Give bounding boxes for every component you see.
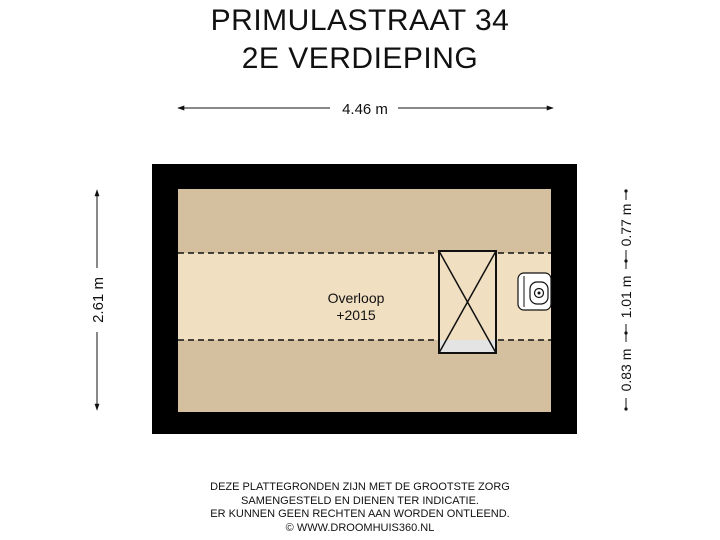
- floor-subtitle: 2E VERDIEPING: [241, 42, 479, 75]
- disclaimer-line-3: ER KUNNEN GEEN RECHTEN AAN WORDEN ONTLEE…: [210, 508, 510, 520]
- width-label: 4.46 m: [342, 101, 388, 118]
- height-label: 2.61 m: [90, 277, 107, 323]
- right-middle-label: 1.01 m: [618, 276, 634, 319]
- room-name: Overloop: [328, 290, 385, 306]
- right-bottom-label: 0.83 m: [618, 349, 634, 392]
- room-level: +2015: [336, 307, 376, 323]
- height-dimension: 2.61 m: [90, 189, 107, 411]
- page-title: PRIMULASTRAAT 34: [210, 4, 510, 37]
- disclaimer-line-2: SAMENGESTELD EN DIENEN TER INDICATIE.: [241, 494, 479, 507]
- disclaimer-line-1: DEZE PLATTEGRONDEN ZIJN MET DE GROOTSTE …: [210, 481, 510, 493]
- right-top-label: 0.77 m: [618, 204, 634, 247]
- right-dimension-chain: 0.77 m 1.01 m 0.83 m: [614, 189, 638, 411]
- boiler-icon: [517, 272, 552, 311]
- stair-opening-icon: [438, 250, 497, 354]
- copyright-line: © WWW.DROOMHUIS360.NL: [285, 521, 435, 534]
- width-dimension: 4.46 m: [177, 101, 554, 118]
